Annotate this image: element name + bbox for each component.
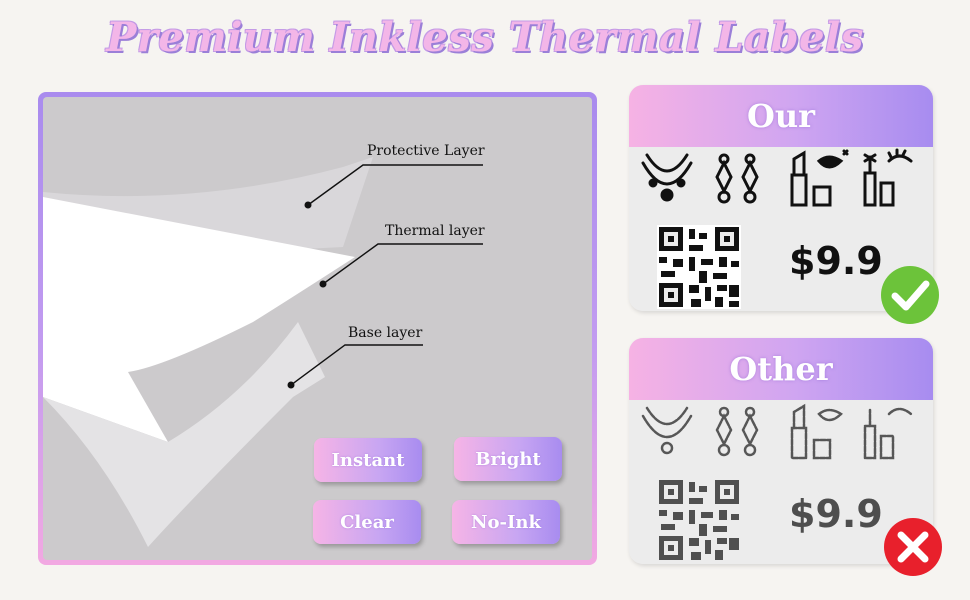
thermal-layer-fold <box>43 372 168 442</box>
other-label-card: Other <box>629 338 933 564</box>
page-title: Premium Inkless Thermal Labels <box>106 14 864 61</box>
our-label-card: Our <box>629 85 933 311</box>
our-label-sample: $9.9 <box>629 147 933 311</box>
bright-button[interactable]: Bright <box>454 437 562 481</box>
instant-button[interactable]: Instant <box>314 438 422 482</box>
mascara-lashes-icon <box>863 407 913 460</box>
protective-layer-label: Protective Layer <box>367 143 485 159</box>
mascara-lashes-icon <box>863 148 913 207</box>
thermal-layer-shape <box>43 197 355 372</box>
thermal-layer-pointer <box>319 280 327 288</box>
necklace-icon <box>641 406 693 455</box>
check-icon <box>881 266 939 324</box>
other-card-title: Other <box>629 338 933 400</box>
earrings-icon <box>715 153 759 204</box>
lipstick-lips-icon <box>790 149 849 207</box>
layer-diagram-panel: Protective Layer Thermal layer Base laye… <box>38 92 597 565</box>
our-card-title: Our <box>629 85 933 147</box>
other-label-icons <box>641 403 913 560</box>
layer-diagram: Protective Layer Thermal layer Base laye… <box>43 97 592 560</box>
necklace-icon <box>641 153 693 202</box>
thermal-layer-label: Thermal layer <box>385 223 485 239</box>
qr-code-icon <box>657 225 741 309</box>
earrings-icon <box>715 406 759 457</box>
other-price: $9.9 <box>789 492 883 536</box>
cross-icon <box>884 518 942 576</box>
other-label-sample: $9.9 <box>629 400 933 564</box>
qr-code-icon <box>659 480 739 560</box>
base-layer-label: Base layer <box>348 325 423 341</box>
no-ink-button[interactable]: No-Ink <box>452 500 560 544</box>
base-layer-shape <box>43 322 325 547</box>
lipstick-lips-icon <box>790 403 843 460</box>
clear-button[interactable]: Clear <box>313 500 421 544</box>
label-layers-illustration <box>43 157 483 547</box>
our-price: $9.9 <box>789 239 883 283</box>
our-label-icons <box>641 148 913 309</box>
protective-layer-pointer <box>304 201 312 209</box>
base-layer-pointer <box>287 381 295 389</box>
